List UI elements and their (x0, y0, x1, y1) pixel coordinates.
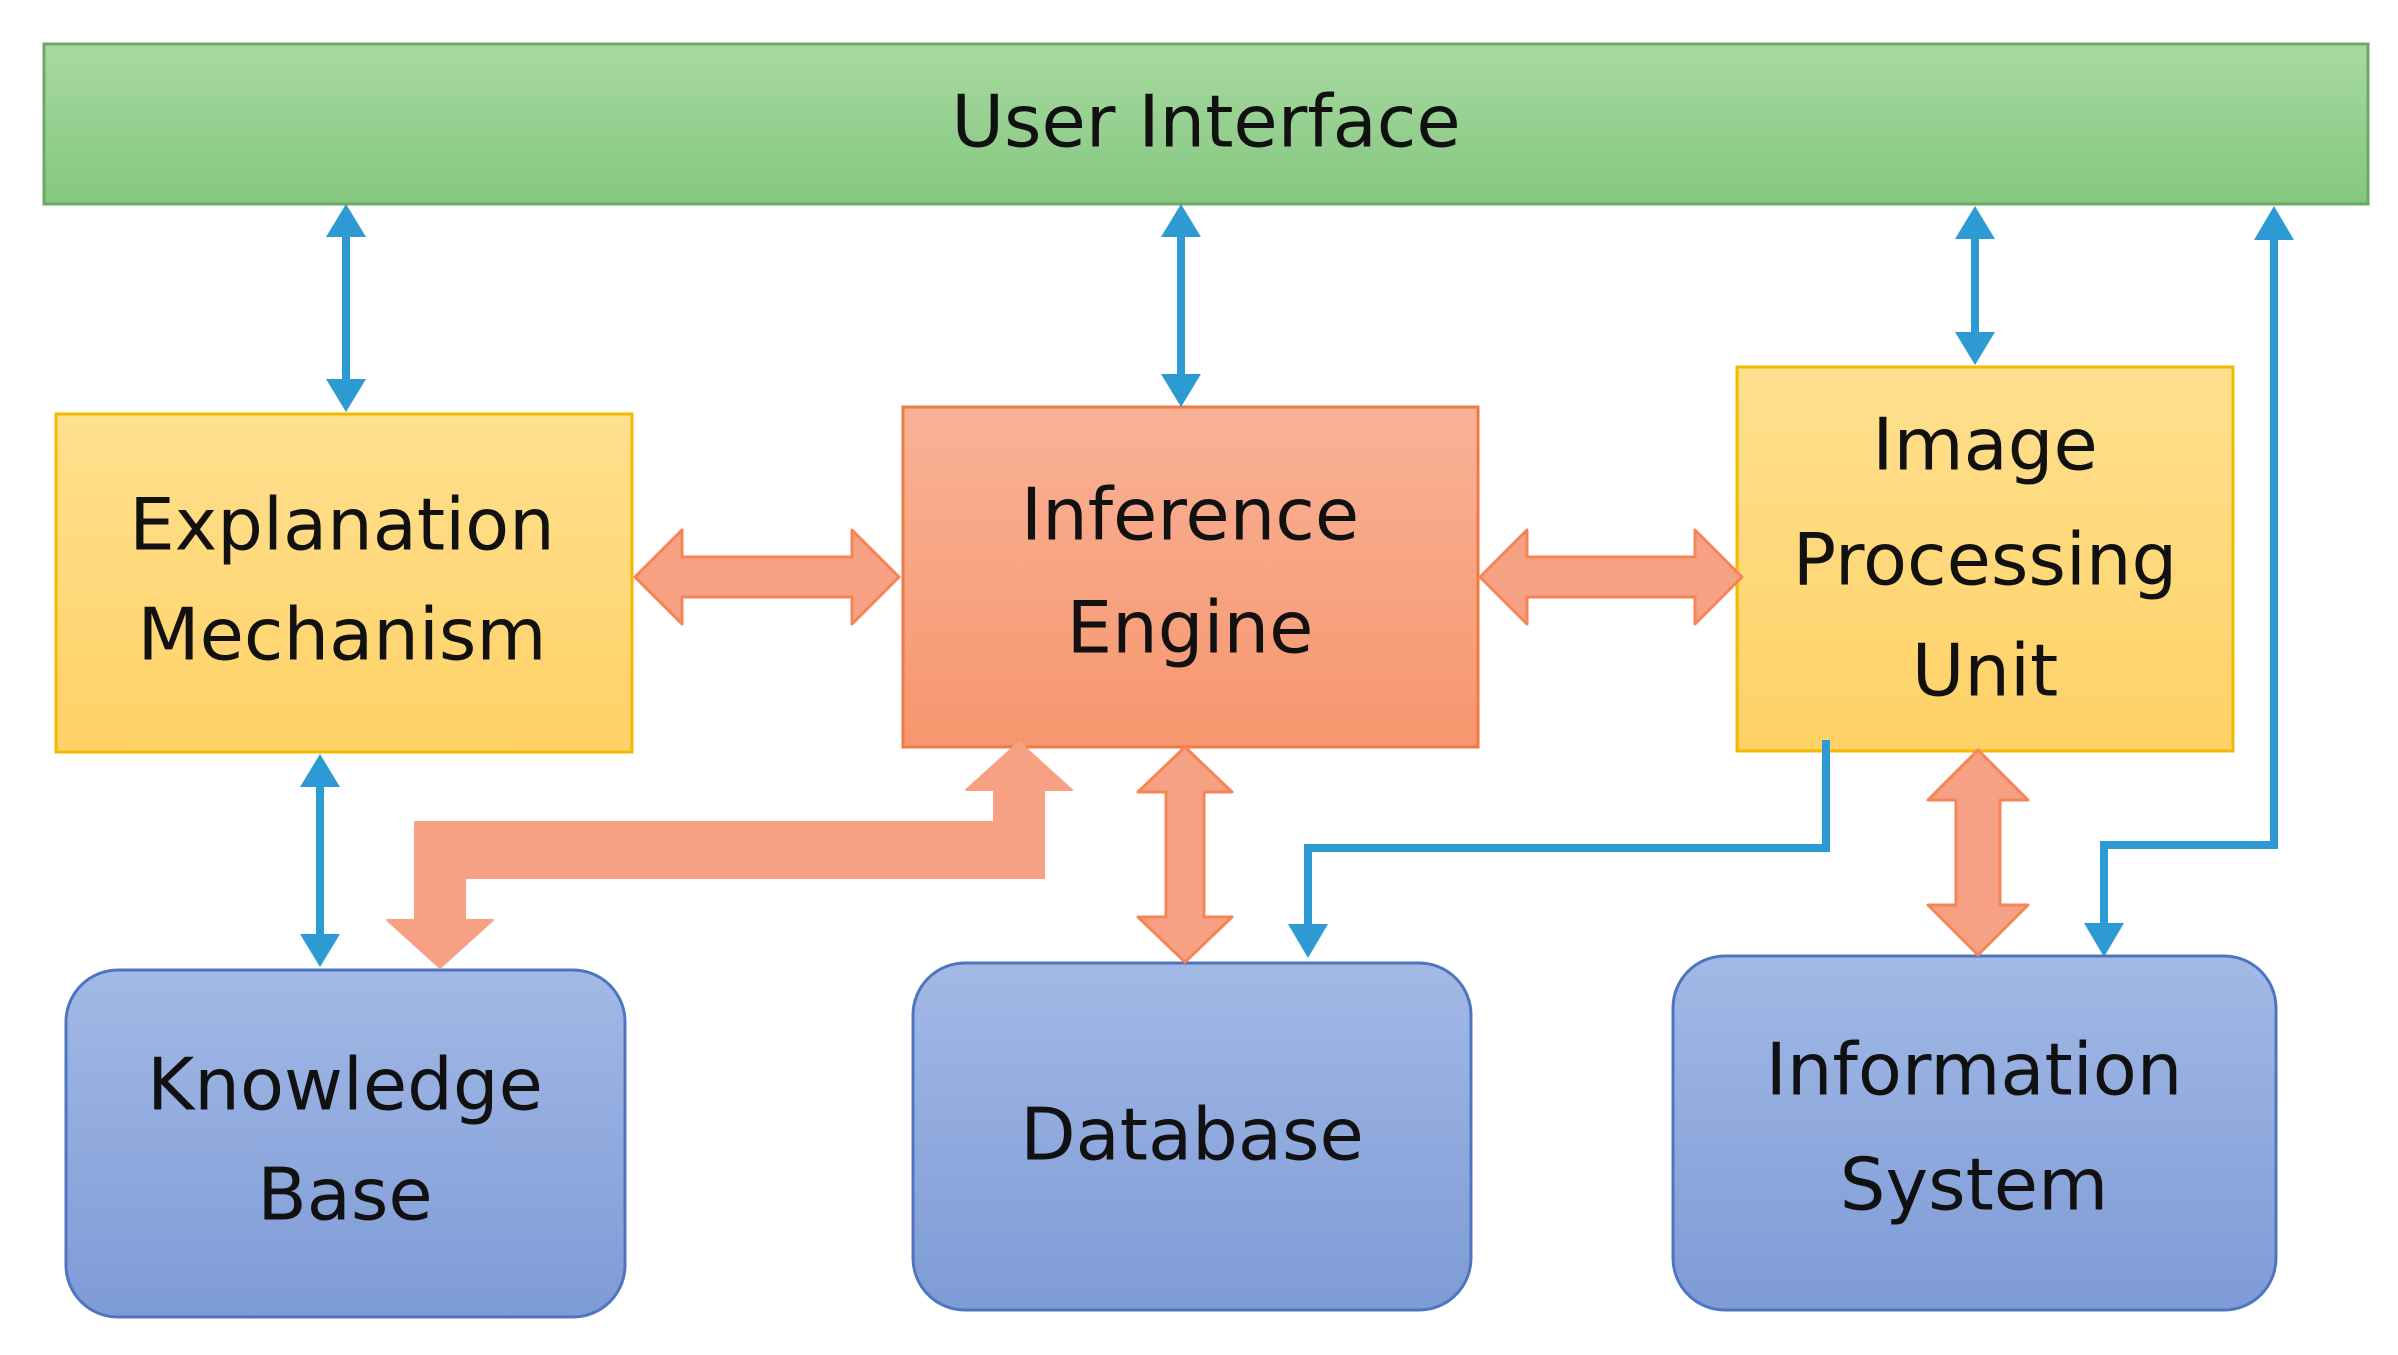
explanation-mechanism-box: Explanation Mechanism (54, 412, 634, 754)
inference-image-processing-arrow (1478, 528, 1744, 626)
image-processing-unit-label-line-2: Processing (1793, 518, 2177, 602)
image-processing-unit-box: Image Processing Unit (1735, 365, 2235, 753)
ui-explanation-arrow (326, 204, 366, 412)
information-system-box: Information System (1671, 954, 2278, 1312)
explanation-knowledge-arrow (300, 754, 340, 967)
inference-knowledge-arrow (386, 741, 1073, 969)
information-system-ui-arrow (2084, 206, 2294, 957)
database-box: Database (911, 961, 1473, 1312)
image-processing-unit-label-line-3: Unit (1912, 629, 2059, 713)
knowledge-base-box: Knowledge Base (64, 968, 627, 1319)
user-interface-box: User Interface (42, 42, 2370, 206)
explanation-inference-arrow (633, 528, 901, 626)
inference-engine-label-line-2: Engine (1067, 586, 1314, 670)
ui-image-processing-arrow (1955, 206, 1995, 365)
inference-database-arrow (1136, 745, 1234, 964)
inference-engine-box: Inference Engine (901, 405, 1480, 749)
inference-engine-label-line-1: Inference (1021, 473, 1359, 557)
knowledge-base-label-line-2: Base (257, 1153, 432, 1237)
database-label: Database (1020, 1093, 1364, 1177)
ui-inference-arrow (1161, 204, 1201, 407)
user-interface-label: User Interface (951, 80, 1460, 164)
image-processing-unit-label-line-1: Image (1872, 403, 2098, 487)
information-system-label-line-1: Information (1766, 1028, 2183, 1112)
image-processing-database-arrow (1288, 740, 1830, 958)
information-system-label-line-2: System (1840, 1143, 2109, 1227)
image-processing-information-arrow (1926, 748, 2030, 957)
explanation-mechanism-label-line-2: Mechanism (137, 593, 546, 677)
knowledge-base-label-line-1: Knowledge (147, 1043, 543, 1127)
explanation-mechanism-label-line-1: Explanation (129, 483, 555, 567)
